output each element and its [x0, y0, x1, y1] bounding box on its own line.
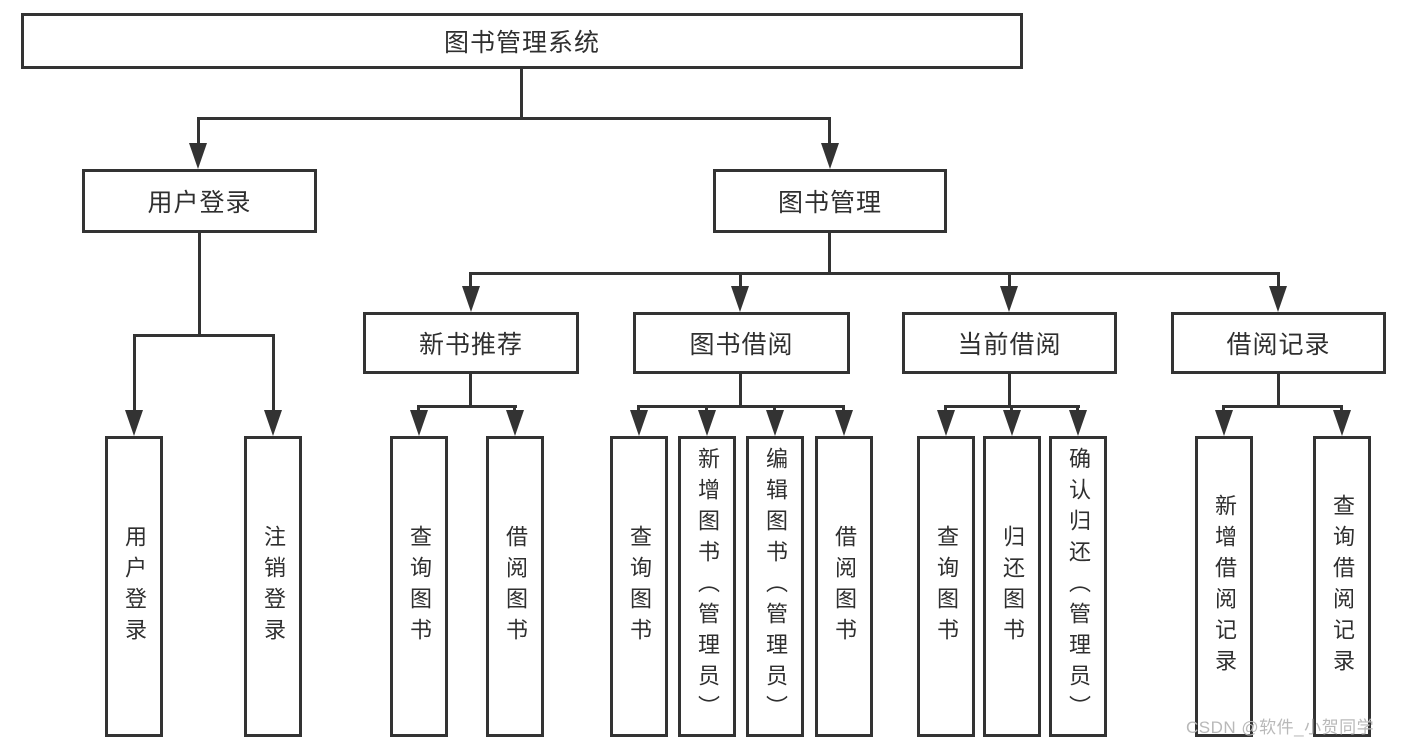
leaf-logout: 注销登录	[244, 436, 302, 737]
arrowhead-down-icon	[1069, 410, 1087, 436]
arrowhead-down-icon	[506, 410, 524, 436]
node-book-management: 图书管理	[713, 169, 947, 233]
leaf-query-books-current: 查询图书	[917, 436, 975, 737]
connector-line	[469, 374, 472, 407]
leaf-confirm-return-admin: 确认归还（管理员）	[1049, 436, 1107, 737]
connector-line	[1008, 374, 1011, 407]
arrowhead-down-icon	[410, 410, 428, 436]
leaf-borrow-books-borrowing: 借阅图书	[815, 436, 873, 737]
arrowhead-down-icon	[766, 410, 784, 436]
connector-line	[520, 69, 523, 120]
arrowhead-down-icon	[189, 143, 207, 169]
arrowhead-down-icon	[462, 286, 480, 312]
arrowhead-down-icon	[731, 286, 749, 312]
node-borrowing-records: 借阅记录	[1171, 312, 1386, 374]
connector-line	[637, 405, 845, 408]
arrowhead-down-icon	[1269, 286, 1287, 312]
node-root: 图书管理系统	[21, 13, 1023, 69]
arrowhead-down-icon	[937, 410, 955, 436]
arrowhead-down-icon	[821, 143, 839, 169]
connector-line	[739, 374, 742, 407]
arrowhead-down-icon	[630, 410, 648, 436]
connector-line	[1277, 272, 1280, 292]
leaf-query-books-recommend: 查询图书	[390, 436, 448, 737]
connector-line	[1222, 405, 1343, 408]
node-user-login: 用户登录	[82, 169, 317, 233]
connector-line	[828, 117, 831, 147]
arrowhead-down-icon	[264, 410, 282, 436]
arrowhead-down-icon	[698, 410, 716, 436]
arrowhead-down-icon	[1000, 286, 1018, 312]
connector-line	[272, 334, 275, 414]
connector-line	[1277, 374, 1280, 407]
node-new-book-recommend: 新书推荐	[363, 312, 579, 374]
arrowhead-down-icon	[835, 410, 853, 436]
connector-line	[470, 272, 1280, 275]
connector-line	[469, 272, 472, 292]
arrowhead-down-icon	[1215, 410, 1233, 436]
leaf-add-borrow-record: 新增借阅记录	[1195, 436, 1253, 737]
connector-line	[198, 233, 201, 336]
watermark: CSDN @软件_小贺同学	[1186, 718, 1375, 737]
connector-line	[418, 405, 517, 408]
arrowhead-down-icon	[125, 410, 143, 436]
connector-line	[828, 233, 831, 274]
connector-line	[739, 272, 742, 292]
connector-line	[1008, 272, 1011, 292]
leaf-add-books-admin: 新增图书（管理员）	[678, 436, 736, 737]
connector-line	[197, 117, 831, 120]
arrowhead-down-icon	[1333, 410, 1351, 436]
leaf-return-books: 归还图书	[983, 436, 1041, 737]
leaf-query-books-borrowing: 查询图书	[610, 436, 668, 737]
leaf-query-borrow-record: 查询借阅记录	[1313, 436, 1371, 737]
connector-line	[197, 117, 200, 147]
node-current-borrowing: 当前借阅	[902, 312, 1117, 374]
leaf-borrow-books-recommend: 借阅图书	[486, 436, 544, 737]
leaf-user-login: 用户登录	[105, 436, 163, 737]
arrowhead-down-icon	[1003, 410, 1021, 436]
connector-line	[133, 334, 136, 414]
leaf-edit-books-admin: 编辑图书（管理员）	[746, 436, 804, 737]
node-book-borrowing: 图书借阅	[633, 312, 850, 374]
connector-line	[133, 334, 275, 337]
